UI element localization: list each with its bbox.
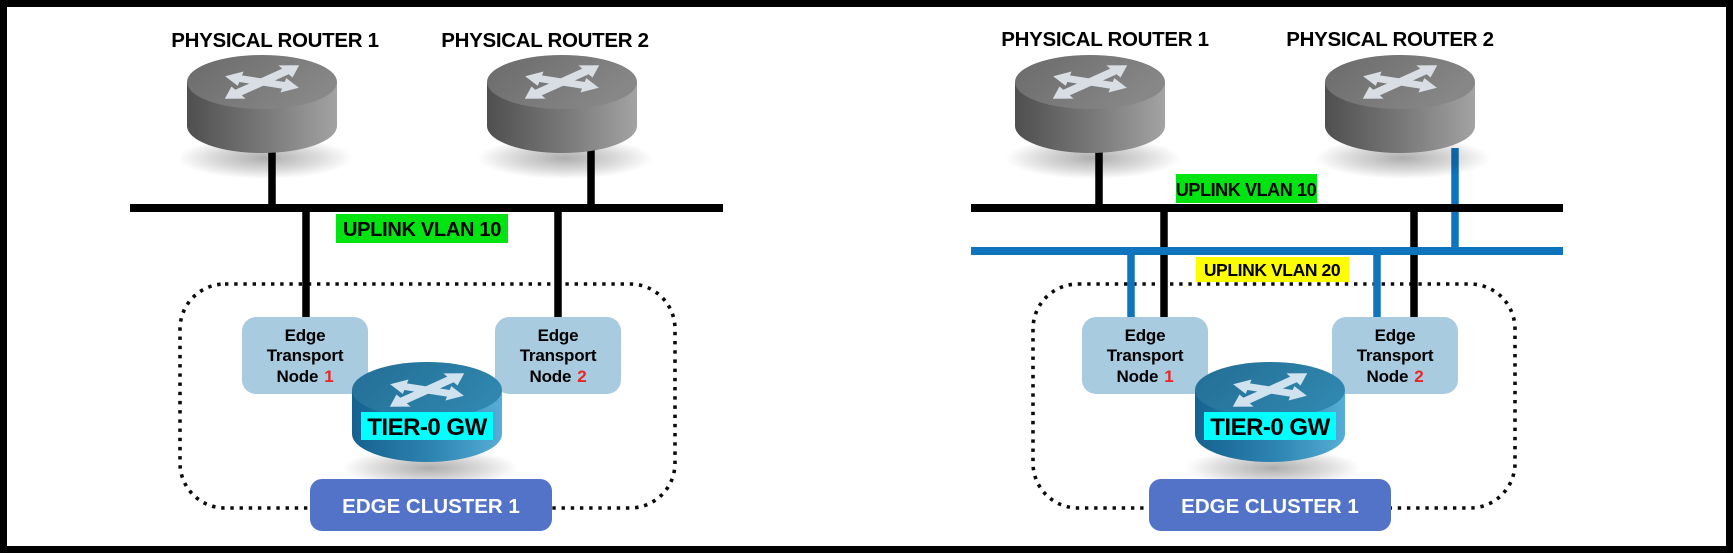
edge-cluster-label: EDGE CLUSTER 1 [342,495,520,518]
edge-transport-node-1 [1082,317,1208,394]
uplink-vlan10-highlight [1176,174,1317,203]
node1-number: 1 [1164,367,1173,386]
node2-label-line1: Edge [538,326,579,345]
uplink-vlan20-highlight [1196,257,1349,282]
node2-number: 2 [577,367,586,386]
physical-router-1-icon [1005,55,1181,179]
physical-router-2-icon [477,55,653,179]
node2-number: 2 [1414,367,1423,386]
edge-transport-node-1 [242,317,368,394]
node2-label-line3: Node 2 [530,367,587,386]
node1-word: Node [1117,367,1159,386]
edge-cluster-badge [1149,479,1391,531]
uplink-vlan10-label: UPLINK VLAN 10 [1176,180,1317,200]
tier0-highlight [361,412,493,440]
edge-cluster-badge [310,479,552,531]
physical-router-2-label: PHYSICAL ROUTER 2 [441,29,649,52]
edge-cluster-boundary [178,282,677,510]
node2-word: Node [1367,367,1409,386]
uplink-vlan10-label: UPLINK VLAN 10 [343,219,501,241]
node2-label-line3: Node 2 [1367,367,1424,386]
uplink-vlan20-label: UPLINK VLAN 20 [1204,260,1341,280]
left-diagram: PHYSICAL ROUTER 1 PHYSICAL ROUTER 2 UPLI… [130,29,723,531]
node1-number: 1 [324,367,333,386]
physical-router-2-label: PHYSICAL ROUTER 2 [1286,28,1494,51]
node1-label-line2: Transport [1107,346,1184,365]
node2-label-line1: Edge [1375,326,1416,345]
node1-word: Node [277,367,319,386]
physical-router-2-icon [1315,55,1491,179]
right-diagram: PHYSICAL ROUTER 1 PHYSICAL ROUTER 2 UPLI… [971,28,1563,531]
edge-transport-node-2 [495,317,621,394]
node1-label-line1: Edge [1125,326,1166,345]
node2-word: Node [530,367,572,386]
physical-router-1-icon [177,55,353,179]
edge-cluster-label: EDGE CLUSTER 1 [1181,495,1359,518]
physical-router-1-label: PHYSICAL ROUTER 1 [171,29,379,52]
node2-label-line2: Transport [1357,346,1434,365]
node1-label-line3: Node 1 [277,367,334,386]
edge-cluster-boundary [1031,282,1517,510]
edge-transport-node-2 [1332,317,1458,394]
tier0-gateway-label: TIER-0 GW [367,414,487,441]
physical-router-1-label: PHYSICAL ROUTER 1 [1001,28,1209,51]
node2-label-line2: Transport [520,346,597,365]
node1-label-line1: Edge [285,326,326,345]
tier0-gateway-label: TIER-0 GW [1210,414,1330,441]
node1-label-line3: Node 1 [1117,367,1174,386]
node1-label-line2: Transport [267,346,344,365]
tier0-highlight [1204,412,1336,440]
uplink-vlan10-highlight [336,214,508,243]
